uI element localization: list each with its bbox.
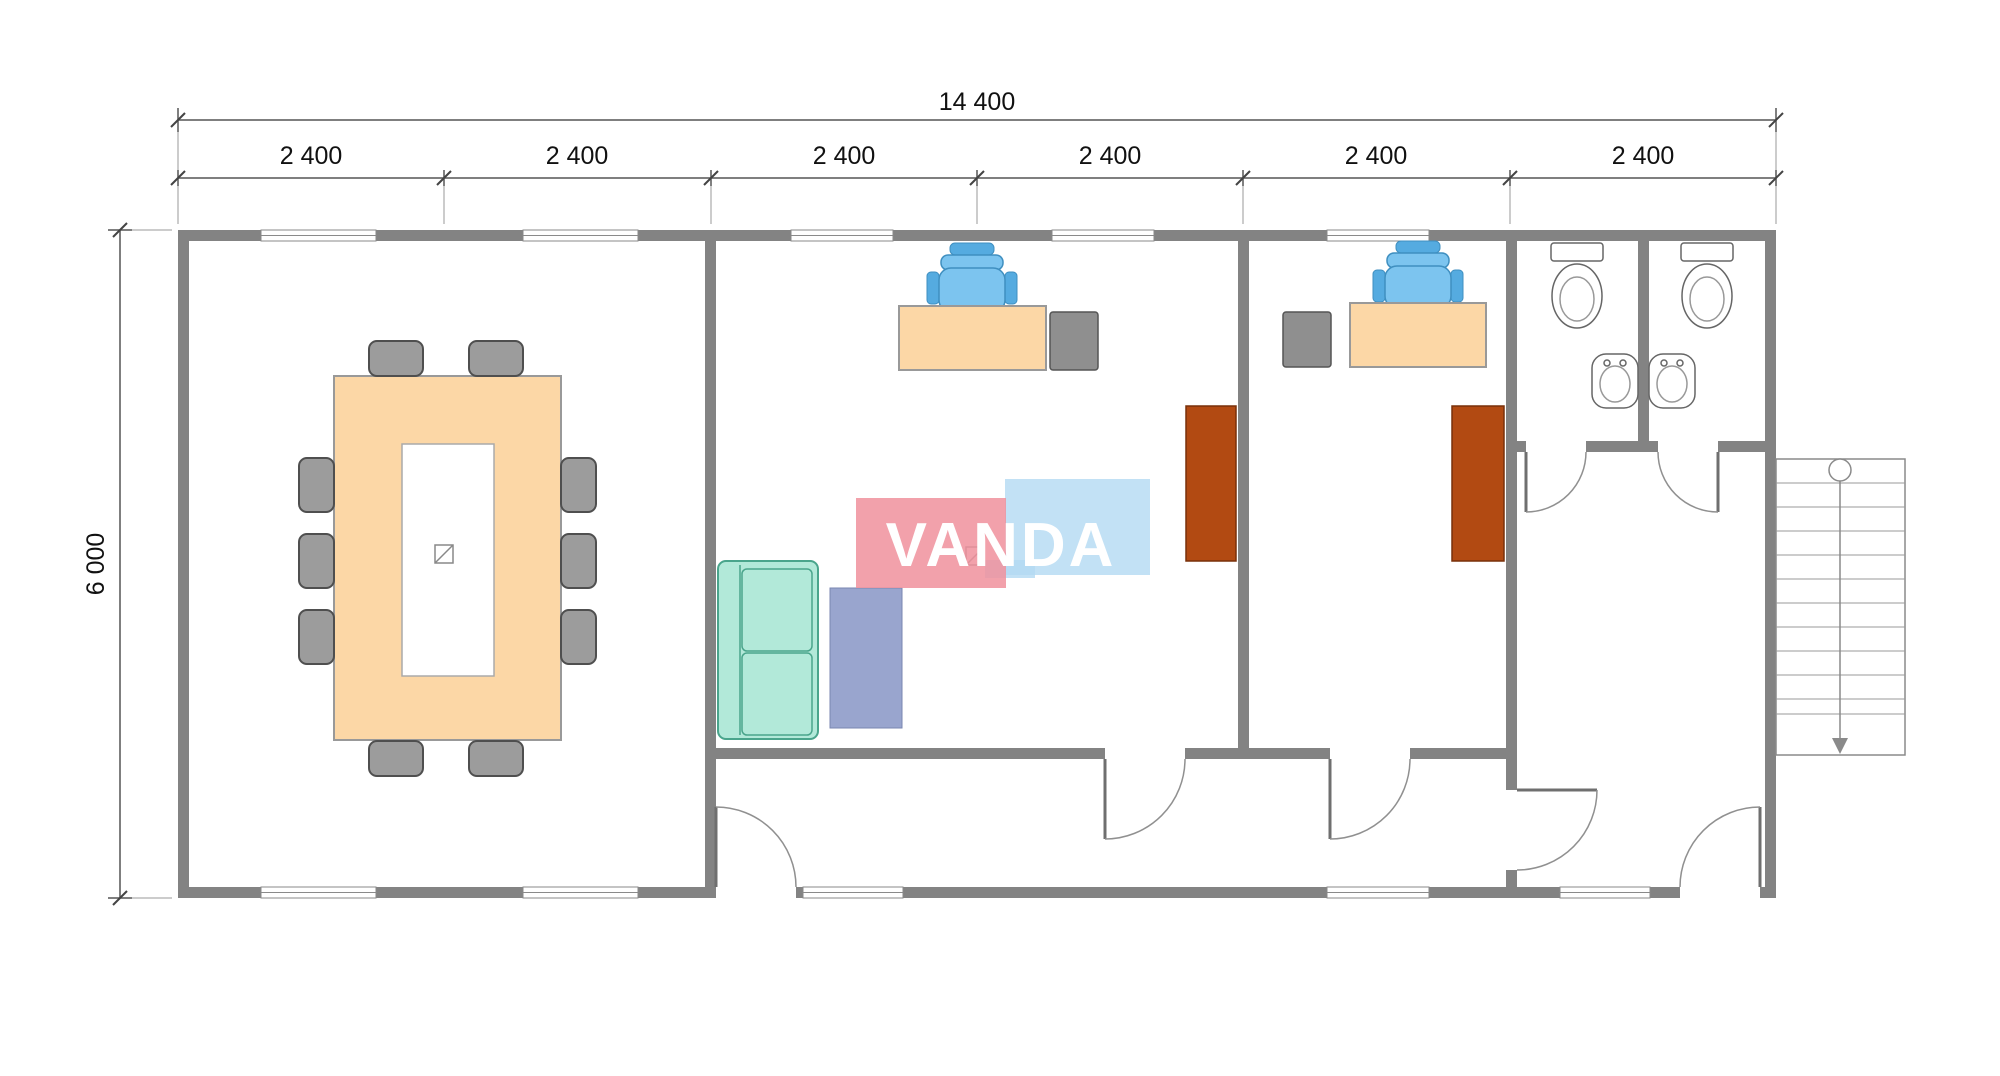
office-chair-armrest: [1004, 271, 1018, 305]
conference-chair: [298, 457, 335, 513]
side-cabinet: [1282, 311, 1332, 368]
office-chair-armrest: [926, 271, 940, 305]
conference-chair: [368, 740, 424, 777]
desk: [898, 305, 1047, 371]
wall-office2-hall: [1506, 241, 1517, 790]
office-1: [717, 242, 1237, 740]
conference-chair: [468, 740, 524, 777]
stair-start-marker: [1828, 458, 1852, 482]
wall-wc-front: [1718, 441, 1765, 452]
sink: [1648, 353, 1696, 409]
wc-area: [1550, 242, 1734, 409]
windows: [260, 229, 1651, 899]
wall-exterior-right: [1765, 241, 1776, 887]
tall-cabinet: [1451, 405, 1505, 562]
conference-chair: [298, 533, 335, 589]
dimension-top-overall: 14 400: [170, 88, 1784, 224]
wall-wc-front: [1517, 441, 1526, 452]
toilet: [1550, 242, 1604, 329]
office-chair-seat: [1384, 265, 1452, 309]
dimension-top-segments: 2 400 2 400 2 400 2 400 2 400 2 400: [170, 142, 1784, 224]
tall-cabinet: [1185, 405, 1237, 562]
office-chair-armrest: [1372, 269, 1386, 303]
stair-direction-arrow: [1832, 738, 1848, 754]
door-office2: [1328, 758, 1411, 840]
wall-corridor: [1185, 748, 1330, 759]
wall-exterior-bottom: [178, 887, 716, 898]
toilet: [1680, 242, 1734, 329]
staircase: [1775, 458, 1906, 756]
watermark-blue-block: [1005, 479, 1150, 575]
wall-exterior-top: [178, 230, 1776, 241]
sink: [1591, 353, 1639, 409]
office-2: [1282, 240, 1505, 562]
office-chair-headrest: [1395, 240, 1441, 254]
conference-chair: [468, 340, 524, 377]
conference-chair: [560, 609, 597, 665]
segment-dimension-label-3: 2 400: [813, 142, 876, 170]
segment-dimension-label-1: 2 400: [280, 142, 343, 170]
building-walls: [178, 230, 1776, 898]
door-hall-corridor: [1516, 788, 1598, 871]
dimension-left-height: 6 000: [82, 222, 172, 906]
conference-chair: [368, 340, 424, 377]
overall-width-dimension-label: 14 400: [939, 88, 1015, 116]
wall-conference-office1: [705, 241, 716, 887]
segment-dimension-label-6: 2 400: [1612, 142, 1675, 170]
conference-chair: [560, 457, 597, 513]
door-office1: [1103, 758, 1186, 840]
wall-exterior-bottom: [796, 887, 1680, 898]
doors: [714, 451, 1762, 888]
wall-office2-hall: [1506, 870, 1517, 887]
office-chair-headrest: [949, 242, 995, 256]
wall-office1-office2: [1238, 241, 1249, 759]
segment-dimension-label-4: 2 400: [1079, 142, 1142, 170]
door-entrance-hall: [1679, 806, 1762, 888]
door-wc-stall-2: [1657, 451, 1720, 513]
rug: [829, 587, 903, 729]
side-cabinet: [1049, 311, 1099, 371]
watermark-pink-block: [856, 498, 1006, 588]
segment-dimension-label-5: 2 400: [1345, 142, 1408, 170]
desk: [1349, 302, 1487, 368]
office-chair-armrest: [1450, 269, 1464, 303]
height-dimension-label: 6 000: [82, 533, 110, 596]
wall-corridor: [716, 748, 1105, 759]
office-chair: [926, 242, 1018, 313]
wall-wc-front: [1586, 441, 1658, 452]
cad-symbol: [434, 544, 454, 564]
conference-chair: [560, 533, 597, 589]
vanda-watermark: VANDA: [856, 479, 1150, 588]
office-chair: [1372, 240, 1464, 309]
wall-exterior-bottom: [1760, 887, 1776, 898]
wall-exterior-left: [178, 241, 189, 887]
wall-corridor: [1410, 748, 1506, 759]
door-entrance-corridor: [714, 806, 797, 888]
wall-wc-divider: [1638, 241, 1649, 441]
conference-room: [298, 340, 597, 777]
sofa: [717, 560, 819, 740]
segment-dimension-label-2: 2 400: [546, 142, 609, 170]
watermark-brand-text: VANDA: [886, 511, 1117, 580]
door-wc-stall-1: [1524, 451, 1587, 513]
conference-chair: [298, 609, 335, 665]
